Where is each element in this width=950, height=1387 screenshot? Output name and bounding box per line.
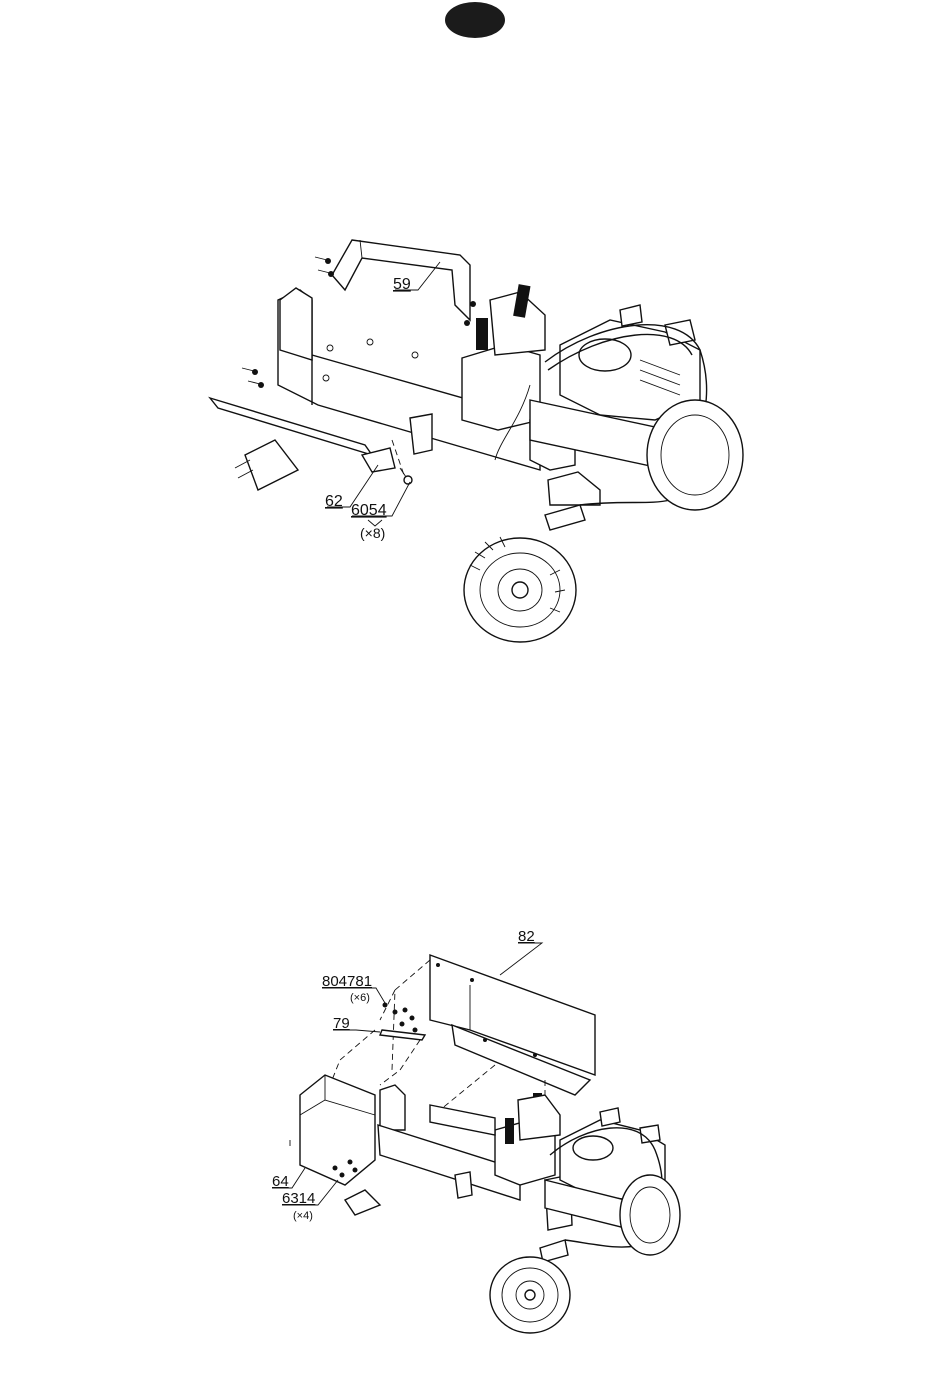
bracket-79-part	[380, 1030, 425, 1040]
callout-82: 82	[518, 928, 535, 945]
callout-6054: 6054	[351, 502, 387, 519]
callout-59: 59	[393, 276, 411, 293]
bolts-804781	[383, 1003, 418, 1033]
callout-64: 64	[272, 1173, 289, 1190]
callout-804781: 804781	[322, 973, 372, 990]
bottom-assembly-figure	[272, 943, 680, 1333]
callout-62: 62	[325, 493, 343, 510]
callout-6314: 6314	[282, 1190, 315, 1207]
cover-82-part	[430, 955, 595, 1095]
top-assembly-figure	[210, 240, 743, 642]
callout-804781-quantity: (×6)	[350, 992, 370, 1004]
callout-6314-quantity: (×4)	[293, 1210, 313, 1222]
callout-6054-quantity: (×8)	[360, 525, 385, 541]
guard-64-part	[290, 1075, 375, 1185]
callout-79: 79	[333, 1015, 350, 1032]
